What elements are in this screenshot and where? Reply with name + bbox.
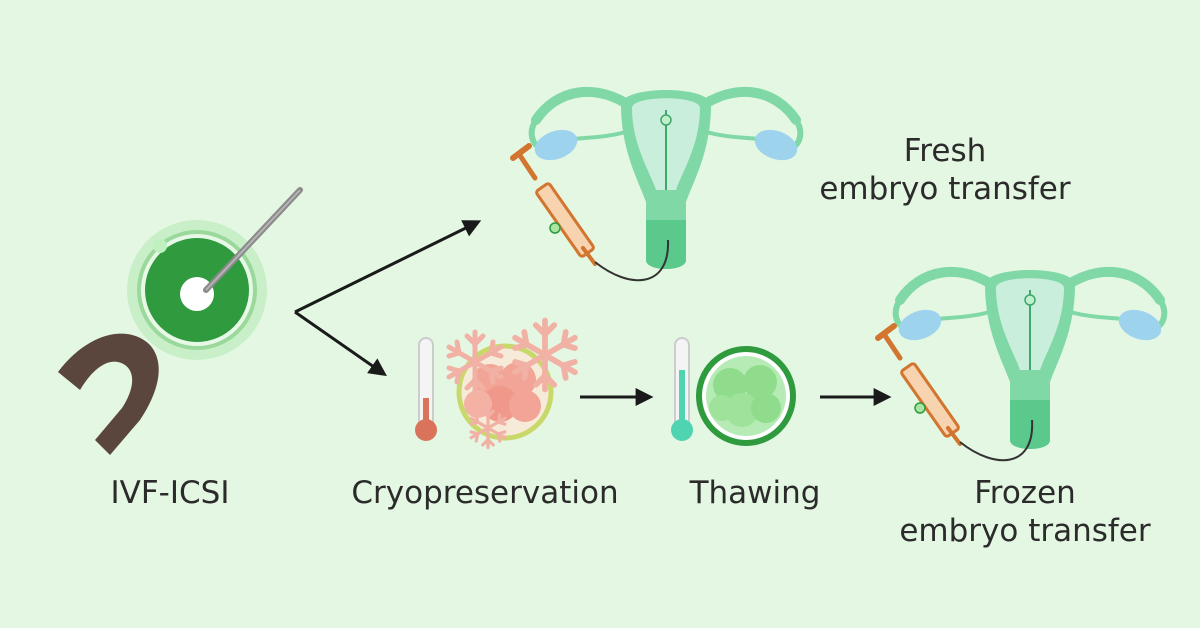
label-fresh-line2: embryo transfer bbox=[819, 171, 1071, 207]
syringe-icon bbox=[513, 146, 595, 264]
label-thawing: Thawing bbox=[689, 475, 821, 511]
arrow-to-fresh bbox=[294, 220, 482, 314]
syringe-icon bbox=[878, 326, 960, 444]
label-fresh-line1: Fresh bbox=[903, 133, 987, 169]
oocyte-icon bbox=[127, 220, 267, 360]
thawed-embryo-icon bbox=[696, 346, 796, 446]
label-frozen-embryo-transfer: Frozen embryo transfer bbox=[880, 474, 1170, 550]
label-ivf-icsi: IVF-ICSI bbox=[110, 475, 230, 511]
holding-pipette-icon bbox=[58, 333, 159, 455]
arrow-to-cryo bbox=[294, 310, 387, 377]
label-cryopreservation: Cryopreservation bbox=[351, 475, 619, 511]
thermometer-warm-icon bbox=[671, 337, 693, 441]
label-frozen-line1: Frozen bbox=[974, 475, 1076, 511]
catheter-line bbox=[959, 419, 1034, 462]
label-frozen-line2: embryo transfer bbox=[899, 513, 1151, 549]
label-fresh-embryo-transfer: Fresh embryo transfer bbox=[800, 132, 1090, 208]
ivf-icsi-illustration bbox=[58, 187, 303, 455]
catheter-line bbox=[594, 239, 670, 282]
thermometer-cold-icon bbox=[415, 337, 437, 441]
